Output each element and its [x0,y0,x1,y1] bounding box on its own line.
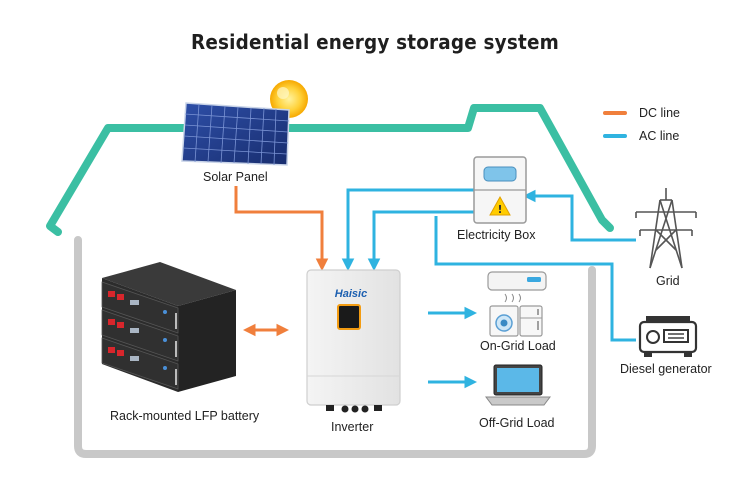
battery-module-bottom [101,337,179,390]
dc-line-solar-to-inverter [234,186,329,272]
legend-item-dc: DC line [603,106,680,120]
ac-line-swatch [603,134,627,138]
off-grid-load-label: Off-Grid Load [479,416,555,430]
electricity-box-label: Electricity Box [457,228,536,242]
diesel-generator-label: Diesel generator [620,362,712,376]
laptop-icon [485,364,551,406]
house-roof-line [46,104,614,236]
svg-text:!: ! [497,203,502,216]
transmission-tower-icon [635,188,697,269]
solar-panel-label: Solar Panel [203,170,268,184]
inverter-icon [306,269,401,413]
legend-label-ac: AC line [639,129,680,143]
inverter-label: Inverter [331,420,374,434]
ac-line-box-to-inverter-right [367,210,474,272]
grid-label: Grid [656,274,680,288]
electricity-box-icon: ! [473,156,527,224]
legend-label-dc: DC line [639,106,680,120]
ac-line-generator-to-inverter [434,216,636,342]
battery-rack-icon [101,262,236,392]
dc-line-swatch [603,111,627,115]
appliances-icon [487,271,547,337]
on-grid-load-label: On-Grid Load [480,339,556,353]
dc-lines [234,186,329,337]
legend-item-ac: AC line [603,129,679,143]
house-wall-outline [74,236,596,458]
battery-module-middle [101,309,179,362]
sun-icon [270,80,308,118]
inverter-brand-text: Haisic [335,288,367,300]
ac-line-box-to-inverter-left [341,188,474,272]
page-title: Residential energy storage system [191,30,559,54]
ac-lines [341,188,636,389]
inverter-connectors [326,405,382,413]
generator-icon [638,316,698,357]
battery-module-top [101,281,179,334]
battery-label: Rack-mounted LFP battery [110,409,260,423]
ac-line-grid-to-box [522,189,636,242]
solar-panel-icon [181,102,290,166]
